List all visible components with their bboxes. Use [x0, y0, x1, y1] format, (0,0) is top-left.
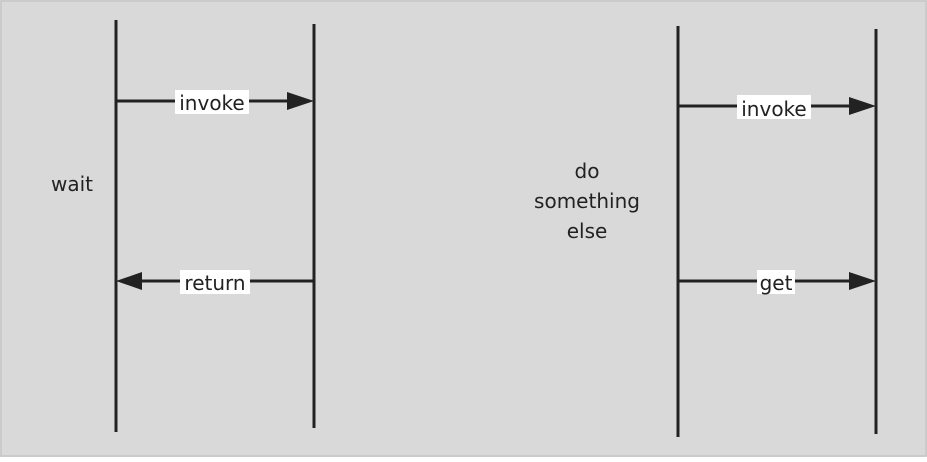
wait-label: wait	[51, 172, 93, 196]
get-label-bg	[757, 270, 795, 294]
invoke-label-left: invoke	[179, 91, 244, 115]
do-something-else-line-3: else	[567, 219, 608, 243]
invoke-arrowhead-right	[849, 97, 876, 115]
get-arrowhead	[849, 272, 876, 290]
return-arrowhead	[116, 272, 142, 290]
return-label: return	[184, 271, 245, 295]
invoke-label-right: invoke	[741, 97, 806, 121]
async-diagram: invoke get do something else	[534, 26, 878, 437]
invoke-arrowhead-left	[287, 92, 314, 110]
sync-diagram: invoke return wait	[51, 20, 316, 432]
get-label: get	[760, 271, 793, 295]
invoke-label-bg-right	[737, 95, 811, 119]
return-label-bg	[180, 270, 250, 294]
do-something-else-line-1: do	[575, 159, 600, 183]
do-something-else-line-2: something	[534, 189, 640, 213]
invoke-label-bg-left	[175, 90, 249, 114]
